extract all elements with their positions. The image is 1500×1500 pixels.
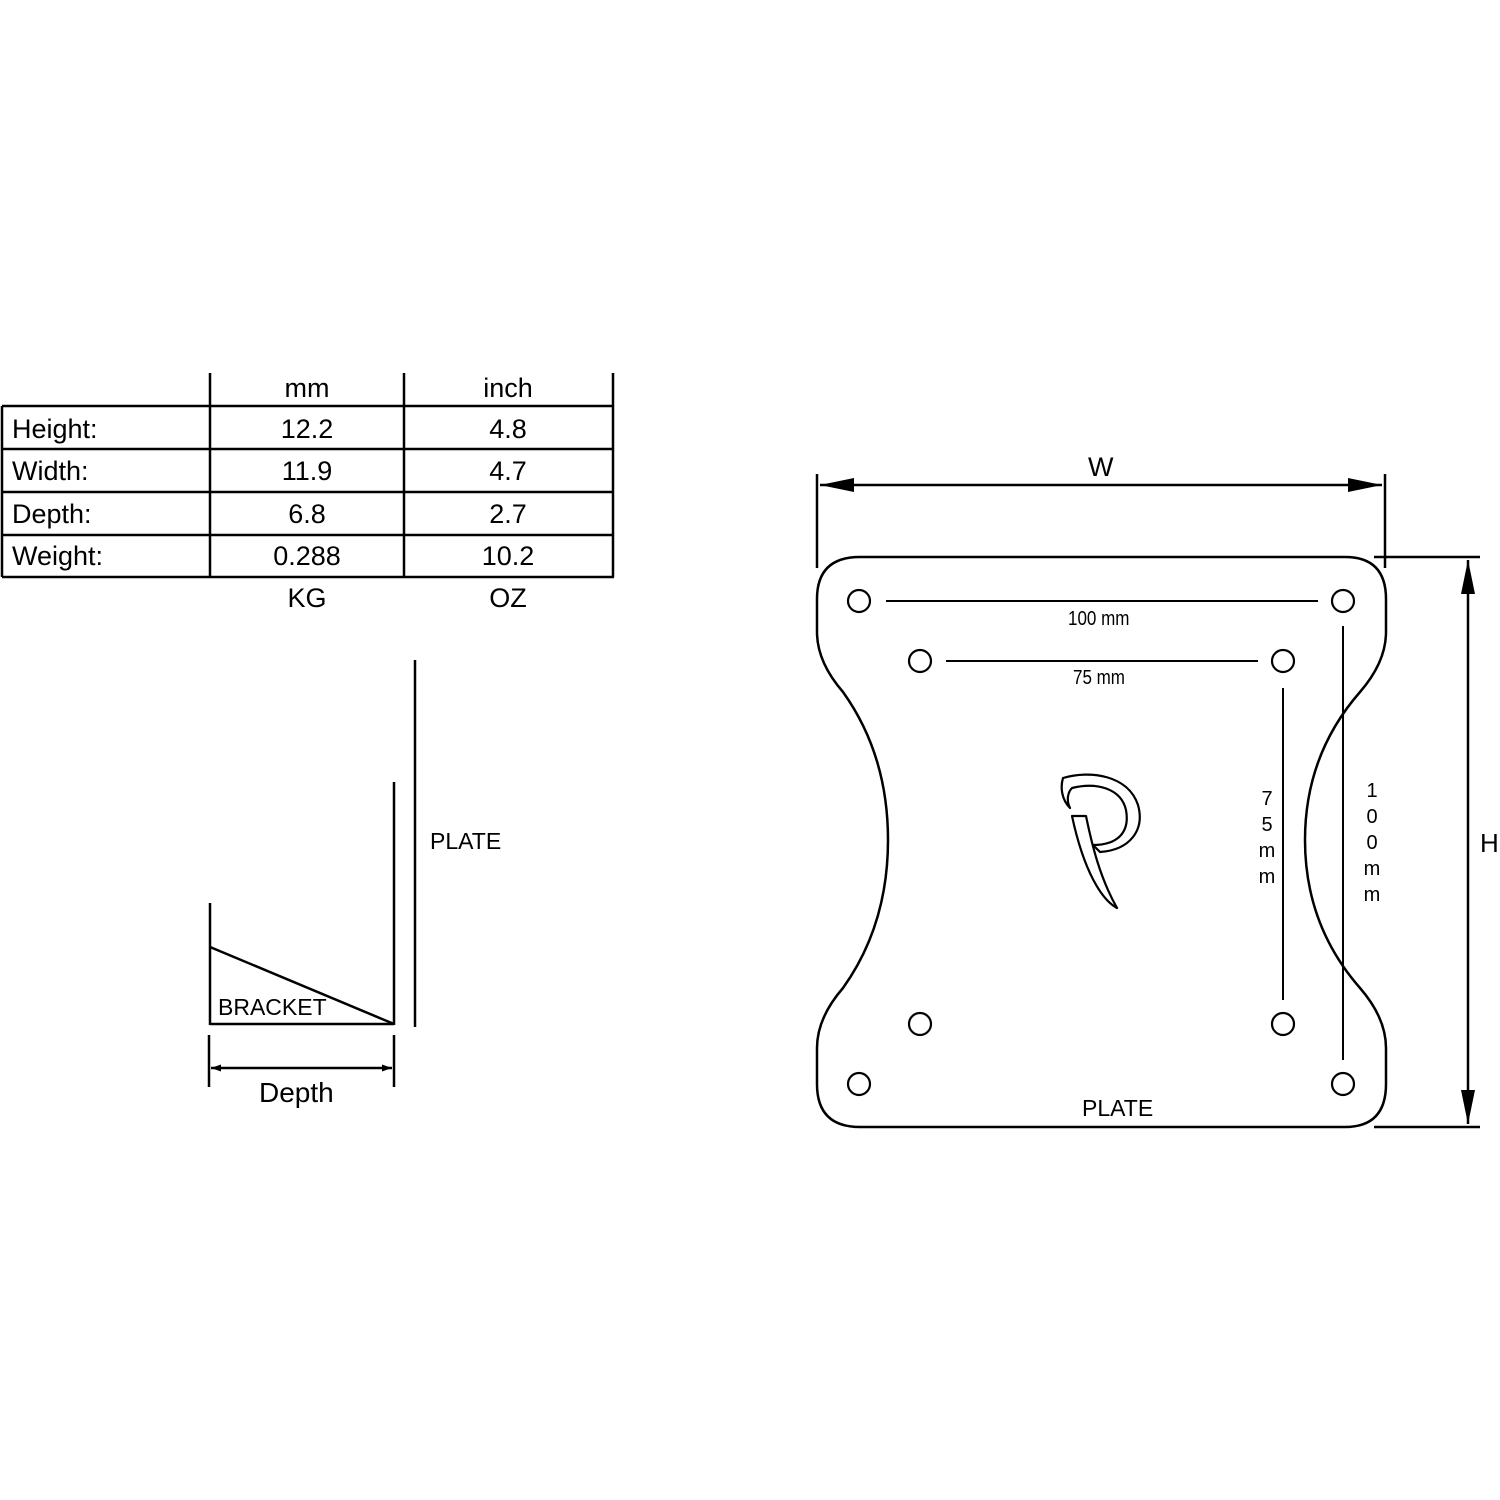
row-width-inch: 4.7 — [489, 456, 527, 486]
dim-100-horizontal-label: 100 mm — [1068, 608, 1130, 630]
mount-hole-75-tr — [1270, 648, 1296, 674]
row-weight-mm: 0.288 — [273, 541, 341, 571]
side-view — [207, 660, 417, 1087]
row-weight-label: Weight: — [12, 541, 104, 571]
mount-hole-100-tl — [846, 588, 872, 614]
mount-hole-100-bl — [846, 1071, 872, 1097]
mount-hole-100-tr — [1330, 588, 1356, 614]
row-depth-mm: 6.8 — [288, 499, 326, 529]
side-plate-label: PLATE — [430, 828, 502, 854]
mount-hole-75-tl — [907, 648, 933, 674]
front-plate-label: PLATE — [1082, 1095, 1154, 1121]
dim-75-horizontal-label: 75 mm — [1073, 667, 1125, 689]
width-label: W — [1088, 452, 1114, 482]
row-height-inch: 4.8 — [489, 414, 527, 444]
brand-logo — [1060, 773, 1141, 910]
row-width-mm: 11.9 — [281, 456, 333, 486]
front-view — [815, 474, 1480, 1129]
bracket-diagonal-line — [209, 945, 395, 1026]
spec-table-grid — [0, 373, 615, 579]
height-label: H — [1480, 828, 1499, 858]
unit-kg: KG — [287, 583, 327, 613]
mount-hole-100-br — [1330, 1071, 1356, 1097]
plate-outline — [815, 555, 1388, 1129]
bracket-label: BRACKET — [218, 994, 327, 1020]
row-height-label: Height: — [12, 414, 98, 444]
row-weight-inch: 10.2 — [481, 541, 535, 571]
dim-100-vertical-label: 100mm — [1363, 780, 1381, 906]
depth-label: Depth — [259, 1077, 334, 1108]
unit-oz: OZ — [489, 583, 527, 613]
row-width-label: Width: — [12, 456, 89, 486]
spec-table: mm inch Height: 12.2 4.8 Width: 11.9 4.7… — [0, 370, 620, 613]
header-mm: mm — [284, 373, 330, 403]
row-depth-inch: 2.7 — [489, 499, 527, 529]
mount-hole-75-br — [1270, 1011, 1296, 1037]
row-depth-label: Depth: — [12, 499, 92, 529]
dim-75-vertical-label: 75mm — [1258, 788, 1276, 888]
mount-hole-75-bl — [907, 1011, 933, 1037]
header-inch: inch — [483, 373, 533, 403]
row-height-mm: 12.2 — [280, 414, 334, 444]
